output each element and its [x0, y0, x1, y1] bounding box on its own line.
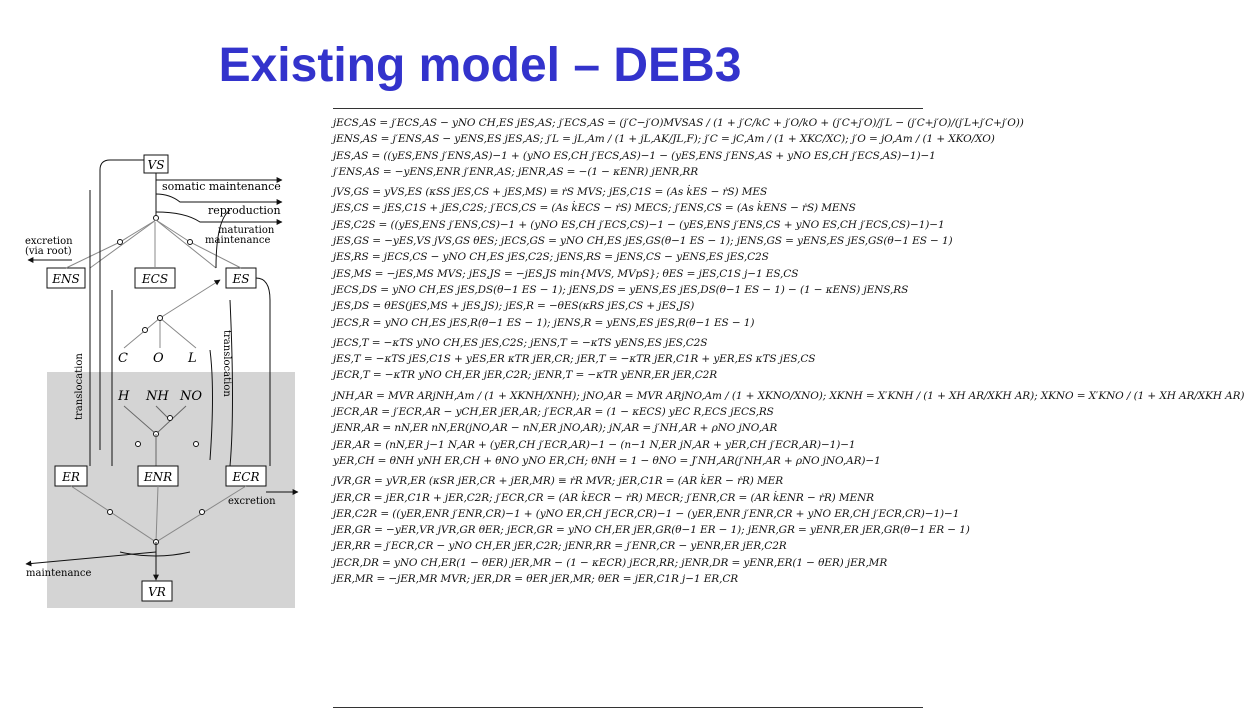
box-enr-label: ENR [143, 470, 172, 484]
label-excretion-root-sub: (via root) [25, 246, 72, 257]
deb3-flow-diagram: VS somatic maintenance reproduction matu… [25, 154, 299, 608]
equation-line: jECR,DR = yNO CH,ER(1 − θER) jER,MR − (1… [333, 556, 888, 569]
equation-line: jES,AS = ((yES,ENS j′ENS,AS)−1 + (yNO ES… [333, 149, 936, 162]
label-excretion-root: excretion [25, 236, 73, 247]
box-ecr-label: ECR [232, 470, 260, 484]
label-translocation-right: translocation [221, 330, 232, 397]
equation-line: jER,CR = jER,C1R + jER,C2R; j′ECR,CR = (… [333, 491, 874, 504]
equation-line: jECS,AS = j′ECS,AS − yNO CH,ES jES,AS; j… [333, 117, 1024, 129]
equation-line: jES,MS = −jES,MS MVS; jES,JS = −jES,JS m… [333, 267, 799, 280]
equation-line: jES,C2S = ((yES,ENS j′ENS,CS)−1 + (yNO E… [333, 218, 945, 231]
label-maintenance-top: maintenance [205, 235, 270, 246]
equation-line: jES,RS = jECS,CS − yNO CH,ES jES,C2S; jE… [333, 251, 769, 264]
label-reproduction: reproduction [208, 204, 281, 217]
box-vr-label: VR [148, 585, 166, 599]
label-no: NO [179, 389, 202, 404]
equation-line: jECS,T = −κTS yNO CH,ES jES,C2S; jENS,T … [333, 336, 708, 349]
equation-line: jES,CS = jES,C1S + jES,C2S; j′ECS,CS = (… [333, 202, 856, 215]
label-nh: NH [145, 389, 169, 404]
label-somatic-maintenance: somatic maintenance [162, 180, 281, 193]
box-er-label: ER [61, 470, 80, 484]
equation-line: jER,C2R = ((yER,ENR j′ENR,CR)−1 + (yNO E… [333, 507, 960, 520]
box-vs-label: VS [148, 158, 165, 172]
label-translocation-left: translocation [74, 353, 85, 420]
label-excretion-right: excretion [228, 496, 276, 507]
equation-line: jES,DS = θES(jES,MS + jES,JS); jES,R = −… [333, 300, 695, 313]
equation-line: jER,RR = j′ECR,CR − yNO CH,ER jER,C2R; j… [333, 540, 787, 553]
equation-line: j′ENS,AS = −yENS,ENR j′ENR,AS; jENR,AS =… [333, 165, 699, 178]
label-maintenance-bottom: maintenance [26, 568, 91, 579]
equation-line: jVR,GR = yVR,ER (κSR jER,CR + jER,MR) ≡ … [333, 475, 784, 488]
box-vr [141, 580, 173, 602]
equation-line: jER,GR = −yER,VR jVR,GR θER; jECR,GR = y… [333, 524, 970, 537]
slide-title: Existing model – DEB3 [218, 39, 742, 92]
label-maturation: maturation [218, 225, 275, 236]
equation-list: jECS,AS = j′ECS,AS − yNO CH,ES jES,AS; j… [333, 108, 1244, 708]
equation-line: jNH,AR = MVR ARjNH,Am / (1 + XKNH/XNH); … [333, 389, 1244, 402]
label-c: C [118, 351, 128, 366]
equation-line: jES,GS = −yES,VS jVS,GS θES; jECS,GS = y… [333, 235, 953, 248]
equation-line: jENS,AS = j′ENS,AS − yENS,ES jES,AS; j′L… [333, 133, 995, 146]
equation-line: jECR,T = −κTR yNO CH,ER jER,C2R; jENR,T … [333, 369, 718, 382]
label-l: L [187, 351, 197, 366]
box-ens-label: ENS [51, 272, 79, 286]
box-ecs-label: ECS [141, 272, 168, 286]
equation-line: jVS,GS = yVS,ES (κSS jES,CS + jES,MS) ≡ … [333, 186, 768, 199]
equation-line: jECS,DS = yNO CH,ES jES,DS(θ−1 ES − 1); … [333, 283, 909, 296]
equation-line: jENR,AR = nN,ER nN,ER(jNO,AR − nN,ER jNO… [333, 422, 778, 435]
equation-line: jES,T = −κTS jES,C1S + yES,ER κTR jER,CR… [333, 353, 816, 366]
label-o: O [153, 351, 164, 366]
equation-line: yER,CH = θNH yNH ER,CH + θNO yNO ER,CH; … [333, 454, 881, 467]
equation-line: jECR,AR = j′ECR,AR − yCH,ER jER,AR; j′EC… [333, 406, 774, 419]
label-h: H [117, 389, 130, 404]
root-region [47, 372, 295, 608]
equation-line: jER,AR = (nN,ER j−1 N,AR + (yER,CH j′ECR… [333, 438, 856, 451]
box-es-label: ES [232, 272, 250, 286]
equation-line: jER,MR = −jER,MR MVR; jER,DR = θER jER,M… [333, 573, 739, 586]
equation-line: jECS,R = yNO CH,ES jES,R(θ−1 ES − 1); jE… [333, 316, 755, 329]
